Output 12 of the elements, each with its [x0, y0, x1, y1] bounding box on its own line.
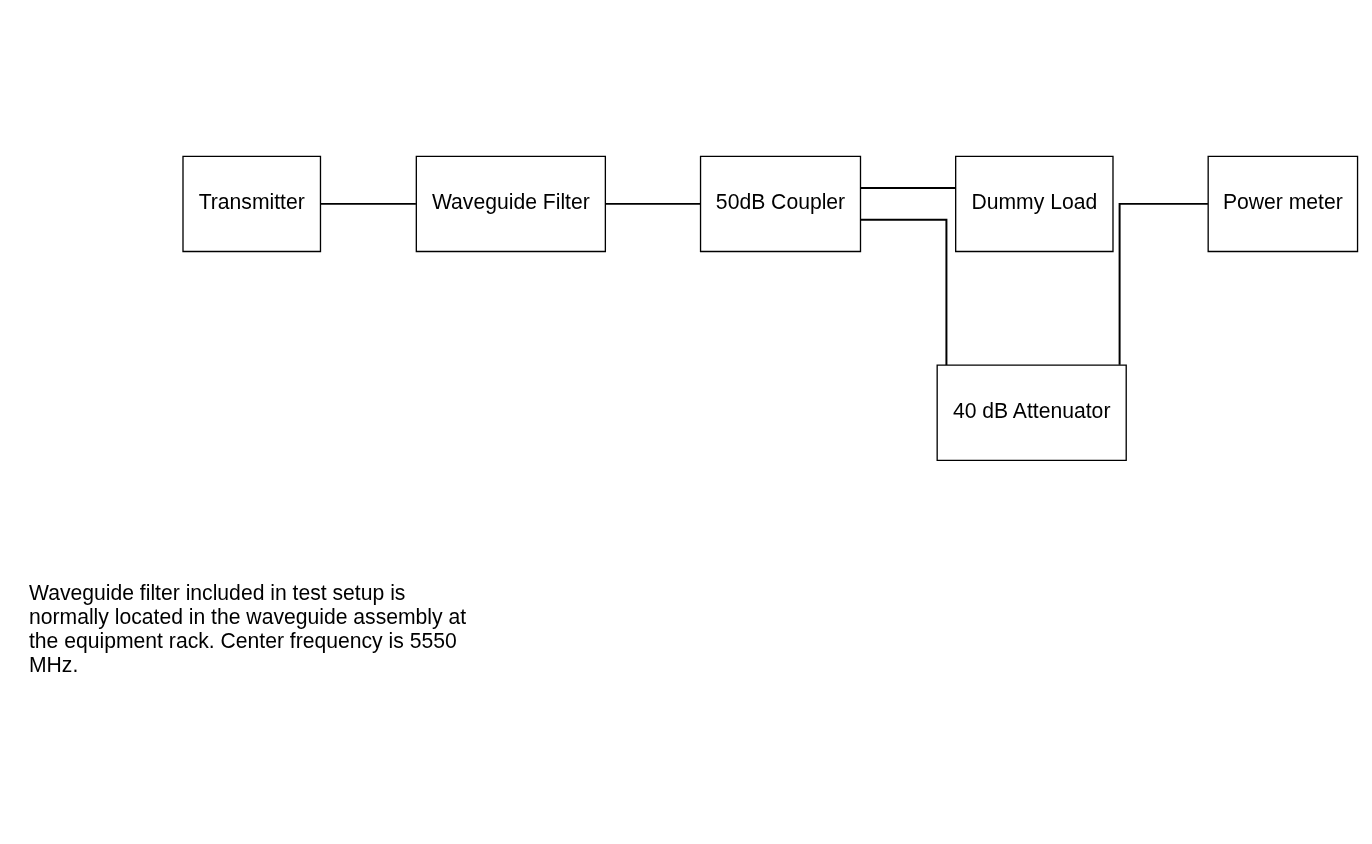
node-box: Transmitter [182, 155, 322, 253]
node-box: Waveguide Filter [415, 155, 606, 253]
connector [859, 187, 957, 189]
connector [859, 218, 948, 367]
connector [319, 202, 417, 205]
node-box: 50dB Coupler [699, 155, 862, 253]
connector [1118, 202, 1209, 366]
node-box: Dummy Load [955, 155, 1114, 253]
node-box: Power meter [1207, 155, 1359, 253]
node-box: 40 dB Attenuator [936, 364, 1127, 461]
connector [604, 202, 702, 205]
label: Waveguide filter included in test setup is normally located in the waveguide assembly at the equipment rack. Center frequency is 5550 MHz. [28, 581, 467, 676]
